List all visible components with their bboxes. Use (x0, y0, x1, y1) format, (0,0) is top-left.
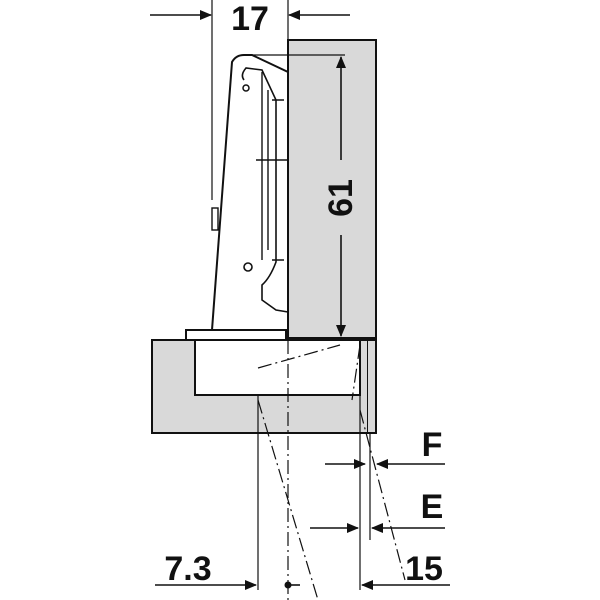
dim-label-f: F (422, 426, 443, 464)
hinge-adjust-tab (211, 207, 219, 231)
centerline-endpoint (284, 581, 292, 589)
door-panel-edge (368, 339, 377, 434)
hinge-screw-hole (243, 262, 253, 272)
swing-line-cup-top (257, 344, 341, 369)
swing-line-right (359, 409, 406, 581)
hinge-cup-flange (185, 329, 287, 341)
swing-line-cup-right (351, 344, 361, 401)
hinge-arm-detail (256, 72, 288, 261)
cabinet-side-panel (287, 39, 377, 339)
hinge-pivot (242, 84, 250, 92)
dim-label-7-3: 7.3 (164, 550, 211, 588)
dim-label-17: 17 (231, 0, 269, 38)
dim-label-61: 61 (322, 179, 360, 217)
hinge-cup (194, 339, 361, 396)
dim-label-e: E (421, 488, 444, 526)
swing-line-left (257, 399, 319, 600)
hinge-arm-inner (241, 67, 289, 313)
dim-label-15: 15 (405, 550, 443, 588)
hinge-arm (210, 54, 289, 331)
